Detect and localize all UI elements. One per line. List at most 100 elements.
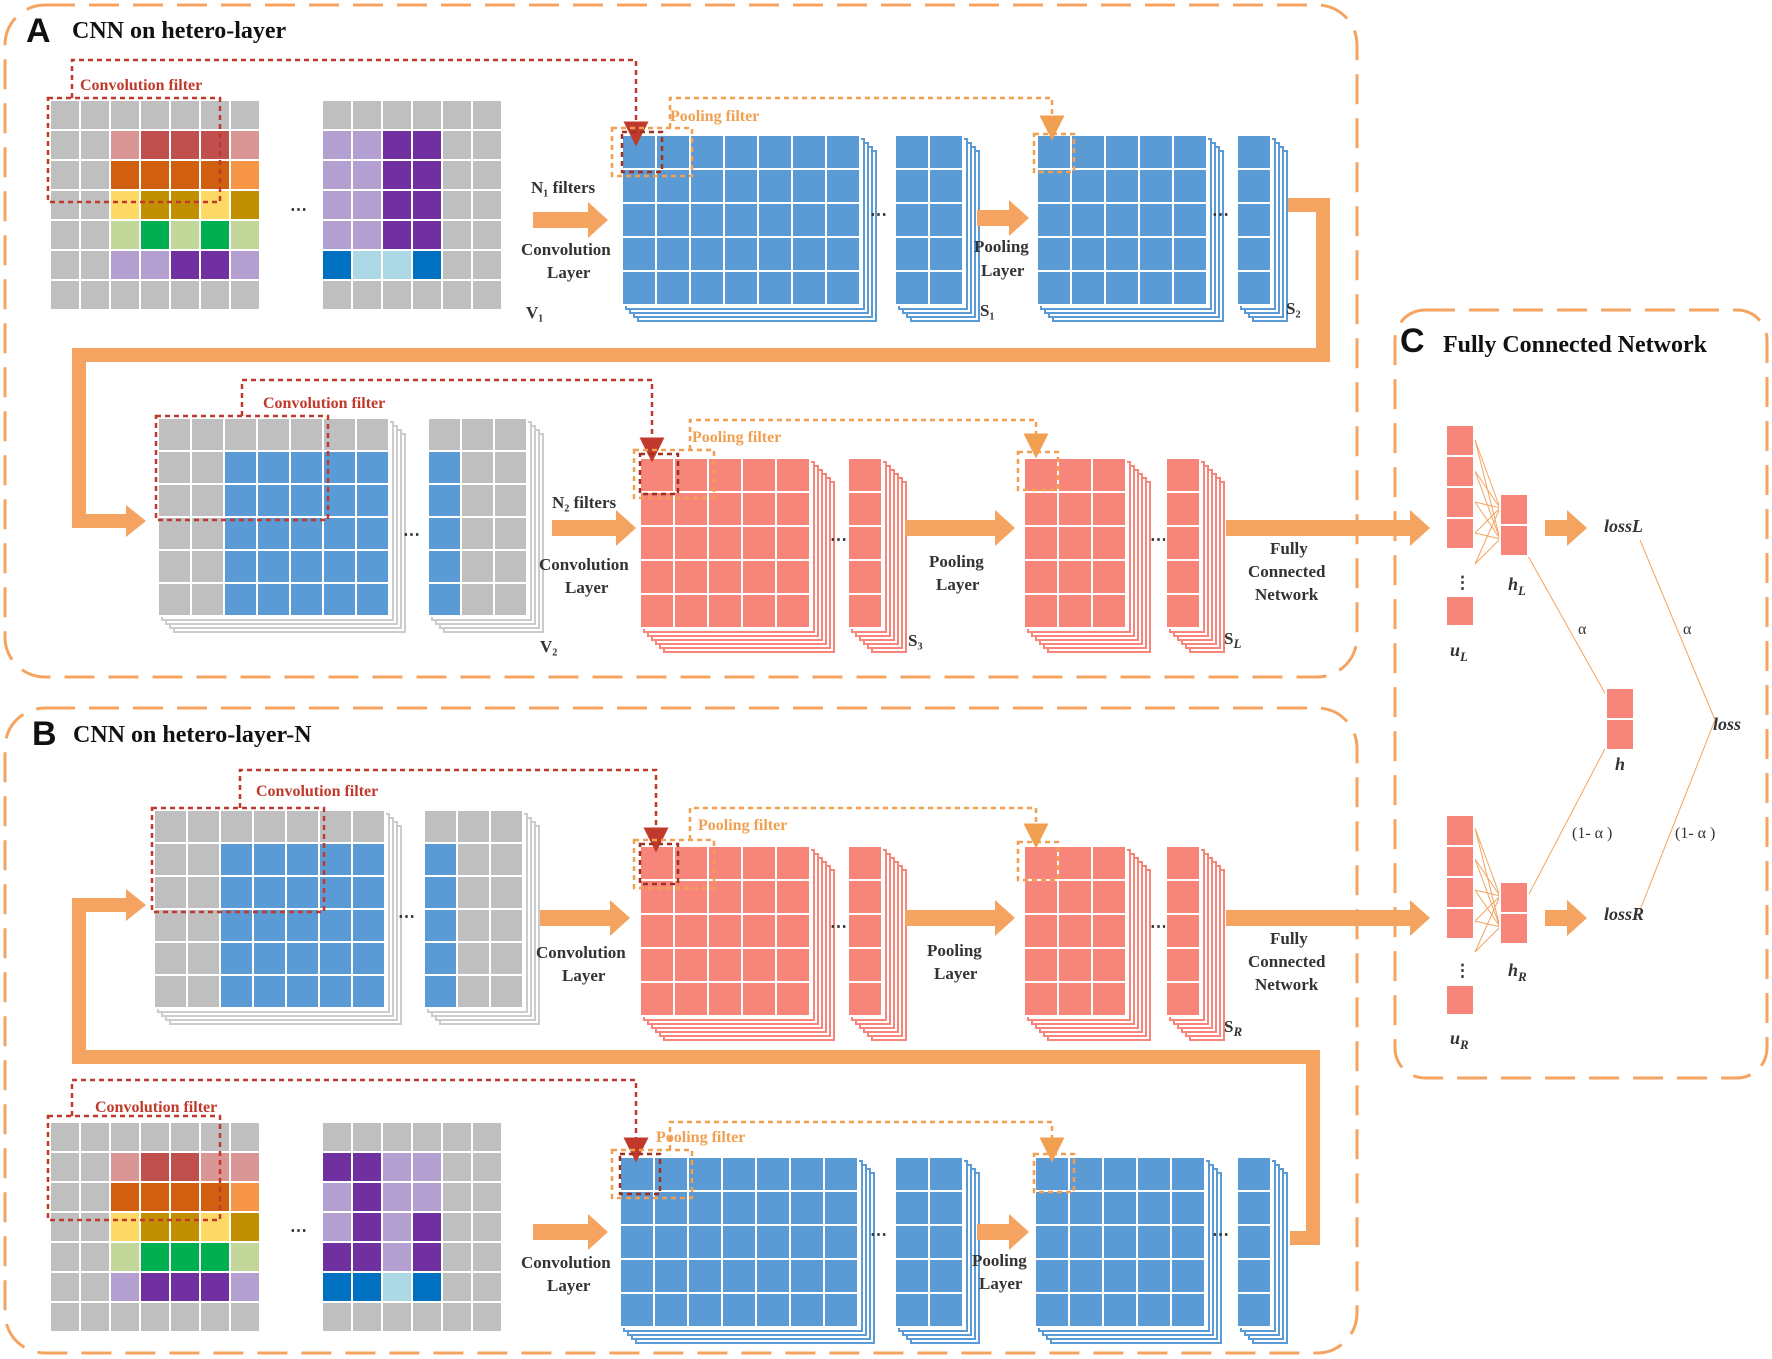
grid-cell [1057, 559, 1093, 595]
grid-cell [109, 99, 141, 131]
grid-cell [321, 129, 353, 161]
grid-cell [109, 1271, 141, 1303]
grid-cell [757, 202, 793, 238]
pool-layer-a2-line1: Pooling [929, 552, 984, 571]
grid-cell [928, 202, 964, 238]
input-matrix-b2b [321, 1121, 503, 1333]
pool-layer-b2-line2: Layer [979, 1274, 1023, 1293]
grid-cell [355, 516, 390, 551]
grid-cell [1068, 1224, 1104, 1260]
grid-cell [153, 842, 188, 877]
grid-cell [351, 1211, 383, 1243]
grid-cell [741, 593, 777, 629]
grid-cell [351, 974, 386, 1009]
grid-cell [1165, 845, 1201, 881]
grid-cell [355, 582, 390, 617]
grid-cell [322, 549, 357, 584]
grid-cell [351, 219, 383, 251]
grid-cell [789, 1224, 825, 1260]
neuron [1445, 486, 1475, 519]
grid-cell [493, 417, 528, 452]
n2-filters-label: N₂ filters [552, 493, 616, 512]
grid-cell [673, 879, 709, 915]
grid-cell [229, 1121, 261, 1153]
grid-cell [460, 483, 495, 518]
grid-cell [79, 1211, 111, 1243]
grid-cell [49, 189, 81, 221]
grid-cell [1165, 491, 1201, 527]
grid-cell [79, 159, 111, 191]
pool-map-b2b [1236, 1156, 1288, 1344]
grid-cell [825, 270, 861, 306]
grid-cell [894, 1224, 930, 1260]
grid-cell [169, 159, 201, 191]
grid-cell [169, 1241, 201, 1273]
grid-cell [423, 809, 458, 844]
hL-column [1499, 493, 1529, 557]
grid-cell [1036, 202, 1072, 238]
conv-map-a1 [621, 134, 877, 322]
grid-cell [289, 417, 324, 452]
pool-map-a2 [1023, 457, 1151, 653]
input-matrix-b1 [153, 809, 402, 1025]
grid-cell [411, 1241, 443, 1273]
grid-cell [411, 189, 443, 221]
grid-cell [928, 1224, 964, 1260]
neuron [1445, 455, 1475, 488]
conv-layer-a2-line1: Convolution [539, 555, 629, 574]
grid-cell [653, 1224, 689, 1260]
conv-layer-a1-line1: Convolution [521, 240, 611, 259]
grid-cell [229, 129, 261, 161]
grid-cell [199, 1241, 231, 1273]
grid-cell [223, 483, 258, 518]
grid-cell [1023, 981, 1059, 1017]
grid-cell [109, 159, 141, 191]
grid-cell [1057, 457, 1093, 493]
grid-cell [381, 129, 413, 161]
grid-cell [471, 159, 503, 191]
grid-cell [351, 875, 386, 910]
hR-label: hR [1508, 960, 1527, 984]
grid-cell [411, 1211, 443, 1243]
grid-cell [1104, 168, 1140, 204]
arrow-conv-a2 [552, 510, 636, 546]
fc-edge [1474, 501, 1501, 509]
grid-cell [775, 913, 811, 949]
grid-cell [441, 1121, 473, 1153]
grid-cell [139, 1271, 171, 1303]
conv-layer-a2-line2: Layer [565, 578, 609, 597]
pool-map-b1b [1165, 845, 1225, 1041]
grid-cell [351, 1181, 383, 1213]
grid-cell [139, 99, 171, 131]
grid-cell [1165, 879, 1201, 915]
grid-cell [153, 941, 188, 976]
grid-cell [741, 879, 777, 915]
grid-cell [456, 908, 491, 943]
grid-cell [689, 236, 725, 272]
fc-b-line2: Connected [1248, 952, 1326, 971]
ellipsis-a1-conv: ⋯ [870, 205, 887, 224]
arrow-lossR [1545, 900, 1587, 936]
grid-cell [1068, 1292, 1104, 1328]
grid-cell [1102, 1224, 1138, 1260]
grid-cell [199, 159, 231, 191]
fc-a-line3: Network [1255, 585, 1319, 604]
grid-cell [190, 582, 225, 617]
grid-cell [621, 202, 657, 238]
grid-cell [456, 809, 491, 844]
grid-cell [1057, 947, 1093, 983]
grid-cell [229, 189, 261, 221]
uR-bottom [1445, 984, 1475, 1016]
uR-vdots: ⋮ [1454, 961, 1471, 980]
grid-cell [456, 941, 491, 976]
grid-cell [139, 1301, 171, 1333]
grid-cell [928, 270, 964, 306]
grid-cell [655, 202, 691, 238]
grid-cell [1172, 236, 1208, 272]
loss-label: loss [1713, 714, 1741, 734]
grid-cell [169, 219, 201, 251]
grid-cell [707, 559, 743, 595]
grid-cell [351, 189, 383, 221]
grid-cell [673, 947, 709, 983]
grid-cell [791, 202, 827, 238]
